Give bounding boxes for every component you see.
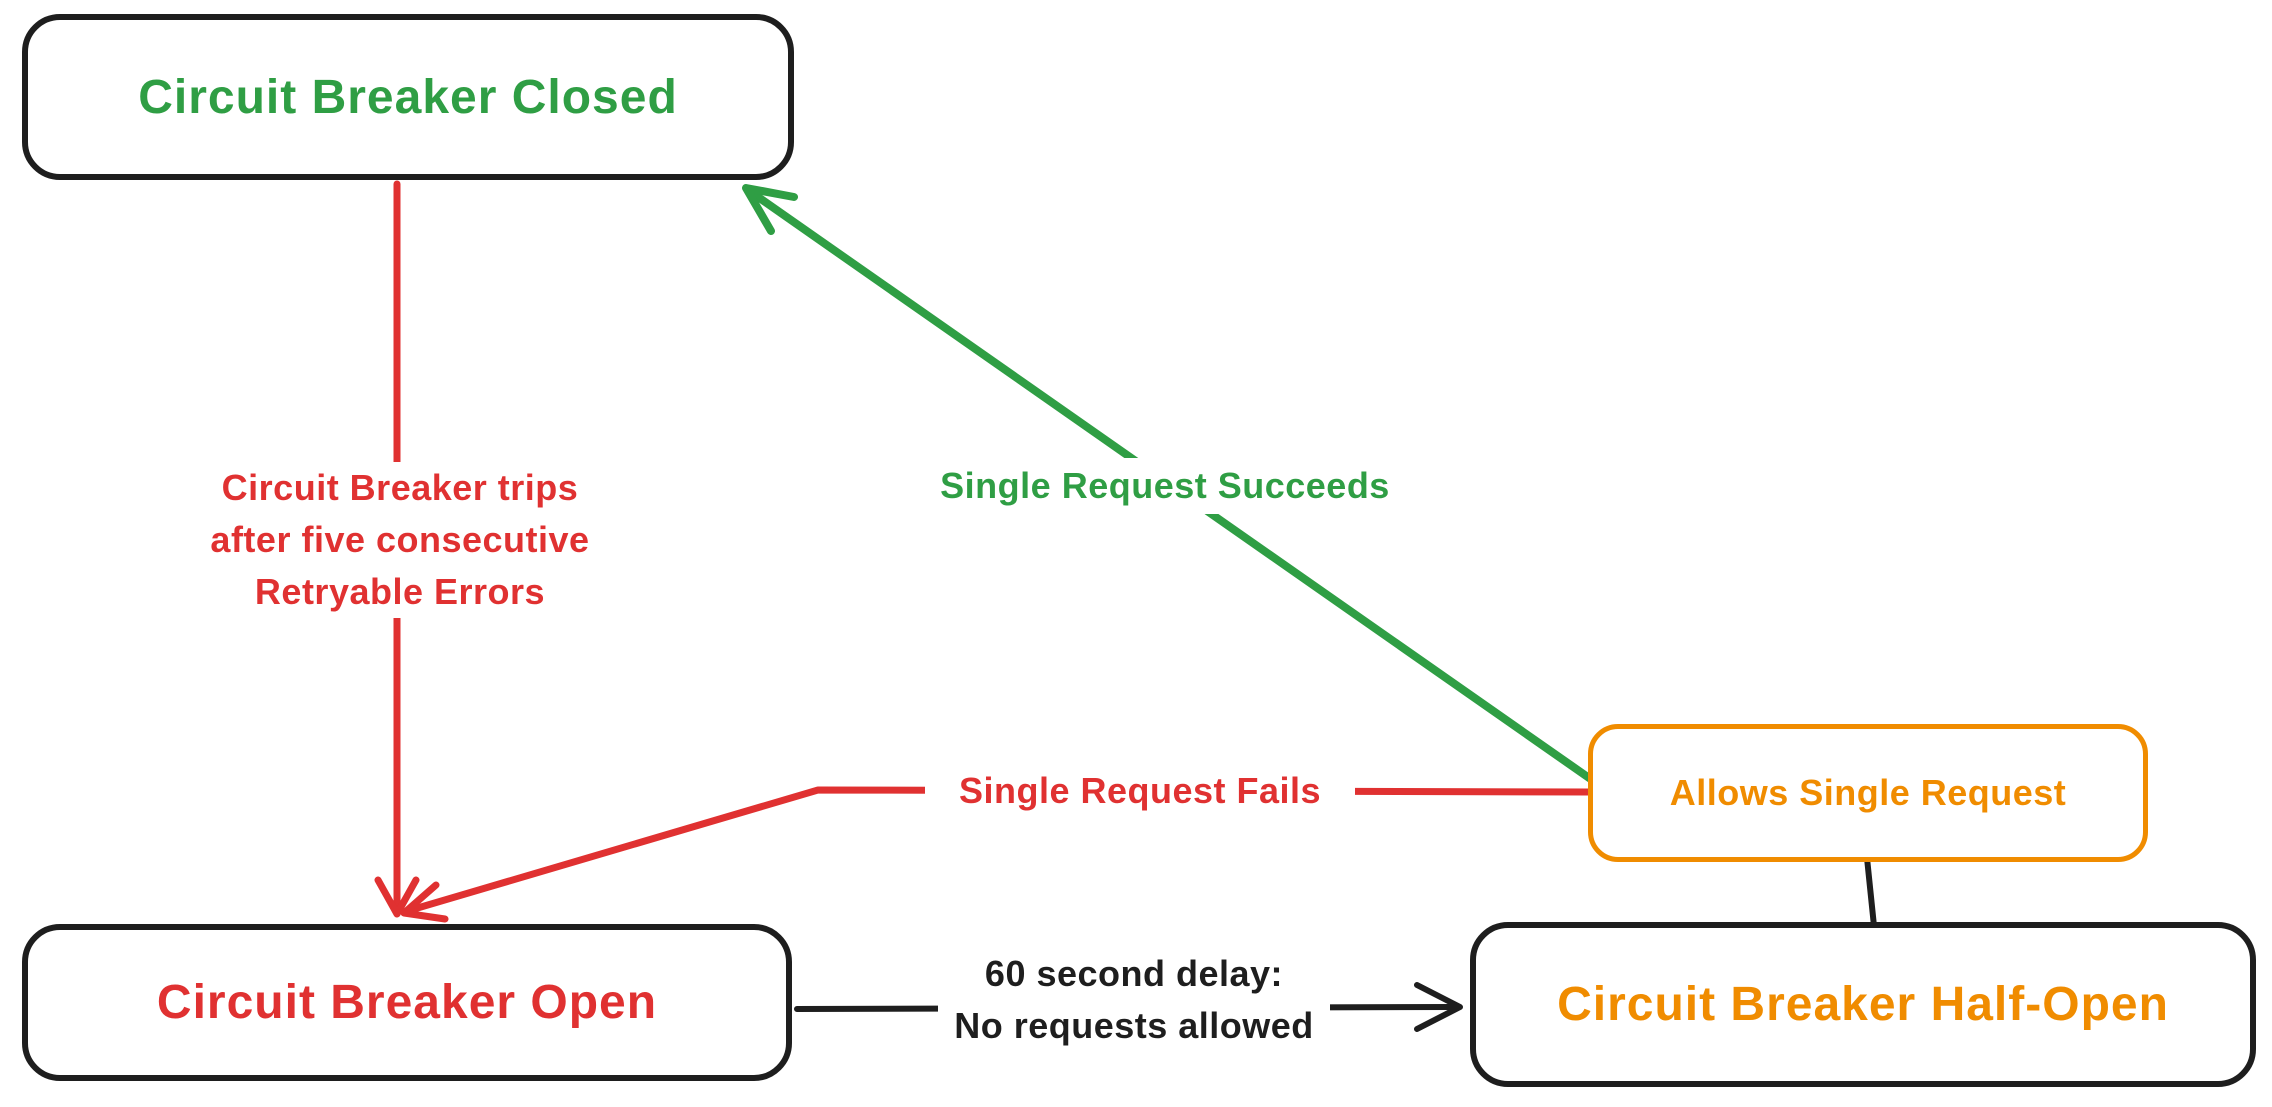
edge-allows-to-half-open [1864, 855, 1877, 929]
edge-label-line: Retryable Errors [254, 571, 546, 612]
edge-label-60-second-delay: 60 second delay: No requests allowed [938, 948, 1330, 1052]
node-circuit-breaker-closed: Circuit Breaker Closed [22, 14, 794, 180]
edge-label-single-request-succeeds: Single Request Succeeds [915, 458, 1415, 514]
node-allows-single-request: Allows Single Request [1588, 724, 2148, 862]
edge-label-circuit-breaker-trips: Circuit Breaker trips after five consecu… [165, 462, 635, 618]
arrowhead-down-icon [374, 876, 420, 918]
node-label: Allows Single Request [1669, 772, 2067, 813]
node-label: Circuit Breaker Open [156, 976, 658, 1029]
node-label: Circuit Breaker Half-Open [1557, 978, 2169, 1031]
edge-label-line: 60 second delay: [984, 953, 1284, 994]
edge-label-line: No requests allowed [954, 1005, 1314, 1046]
edge-line [1864, 855, 1877, 929]
node-circuit-breaker-open: Circuit Breaker Open [22, 924, 792, 1081]
edge-label-single-request-fails: Single Request Fails [925, 764, 1355, 818]
node-circuit-breaker-half-open: Circuit Breaker Half-Open [1470, 922, 2256, 1087]
arrowhead-right-icon [1414, 982, 1463, 1032]
edge-label-line: Circuit Breaker trips [221, 467, 579, 508]
arrowhead-left-icon [400, 881, 449, 923]
node-label: Circuit Breaker Closed [138, 70, 678, 124]
edge-label-line: after five consecutive [210, 519, 590, 560]
arrowhead-up-left-icon [742, 184, 798, 235]
